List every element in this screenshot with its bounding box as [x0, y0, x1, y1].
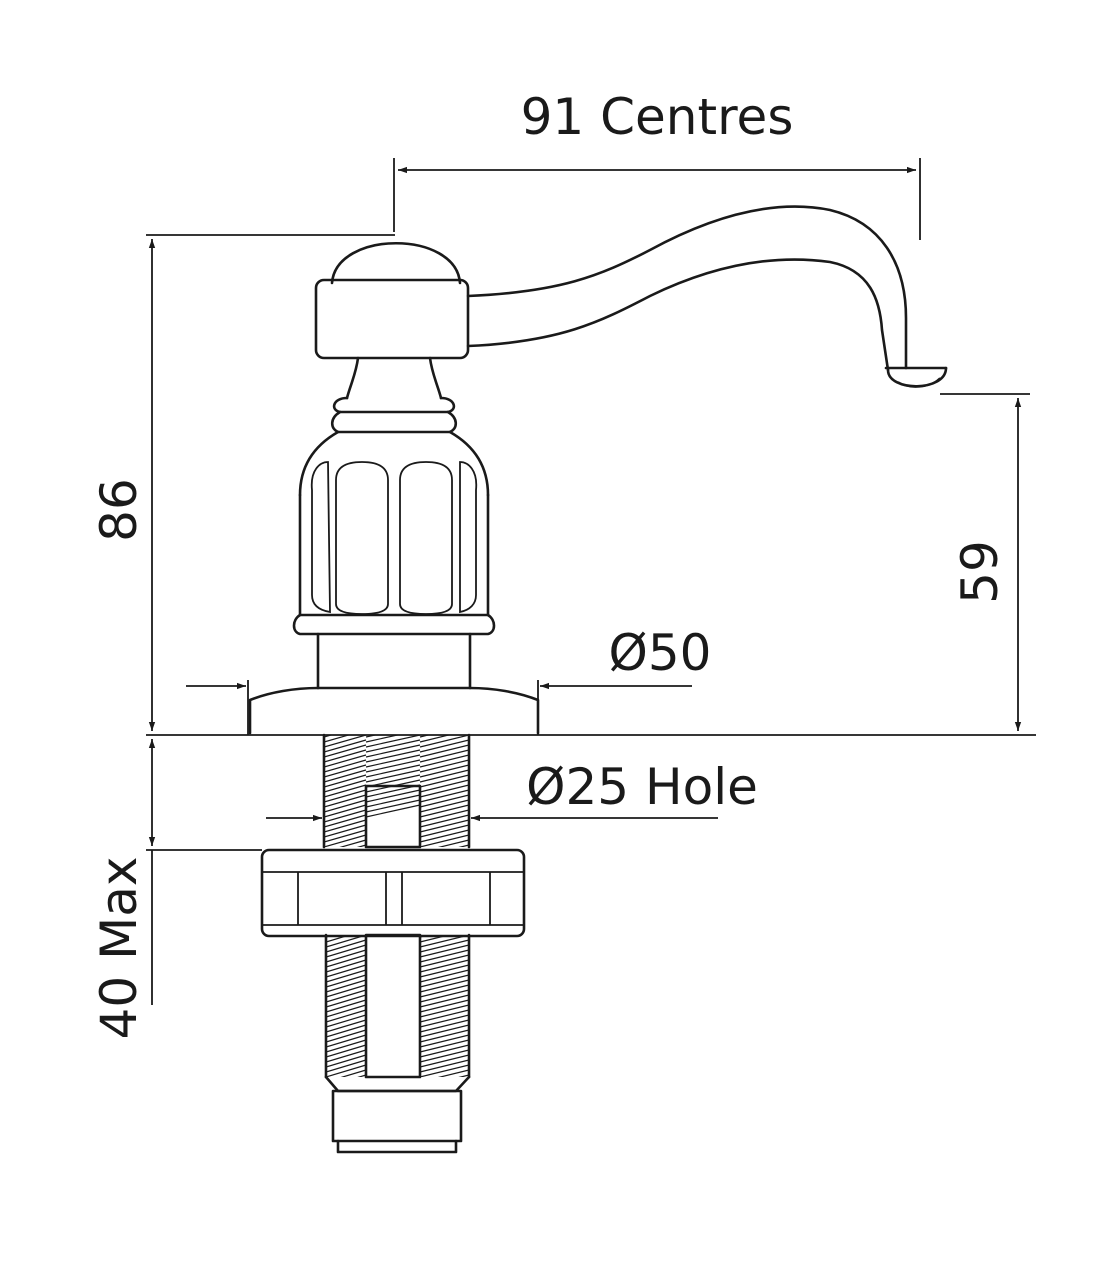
dispenser-head	[298, 241, 490, 497]
dimension-centres	[393, 158, 921, 240]
dimension-label-centres: 91 Centres	[521, 88, 794, 146]
dimension-label-max-thickness: 40 Max	[90, 857, 148, 1040]
fluted-body	[292, 461, 496, 690]
dimension-label-overall-height: 86	[90, 478, 148, 542]
base-flange	[248, 686, 540, 735]
dimension-label-base-diameter: Ø50	[609, 624, 712, 682]
dimension-max-thickness	[146, 739, 262, 1005]
dimension-label-hole-diameter: Ø25 Hole	[526, 758, 758, 816]
securing-nut	[260, 848, 526, 938]
spout	[466, 205, 948, 388]
dimension-spout-height	[940, 393, 1030, 731]
threaded-shank	[322, 733, 471, 1079]
dimension-overall-height	[146, 234, 395, 731]
dimension-base-diameter	[186, 680, 692, 735]
shank-end	[324, 1075, 471, 1154]
dimension-label-spout-height: 59	[951, 540, 1009, 604]
